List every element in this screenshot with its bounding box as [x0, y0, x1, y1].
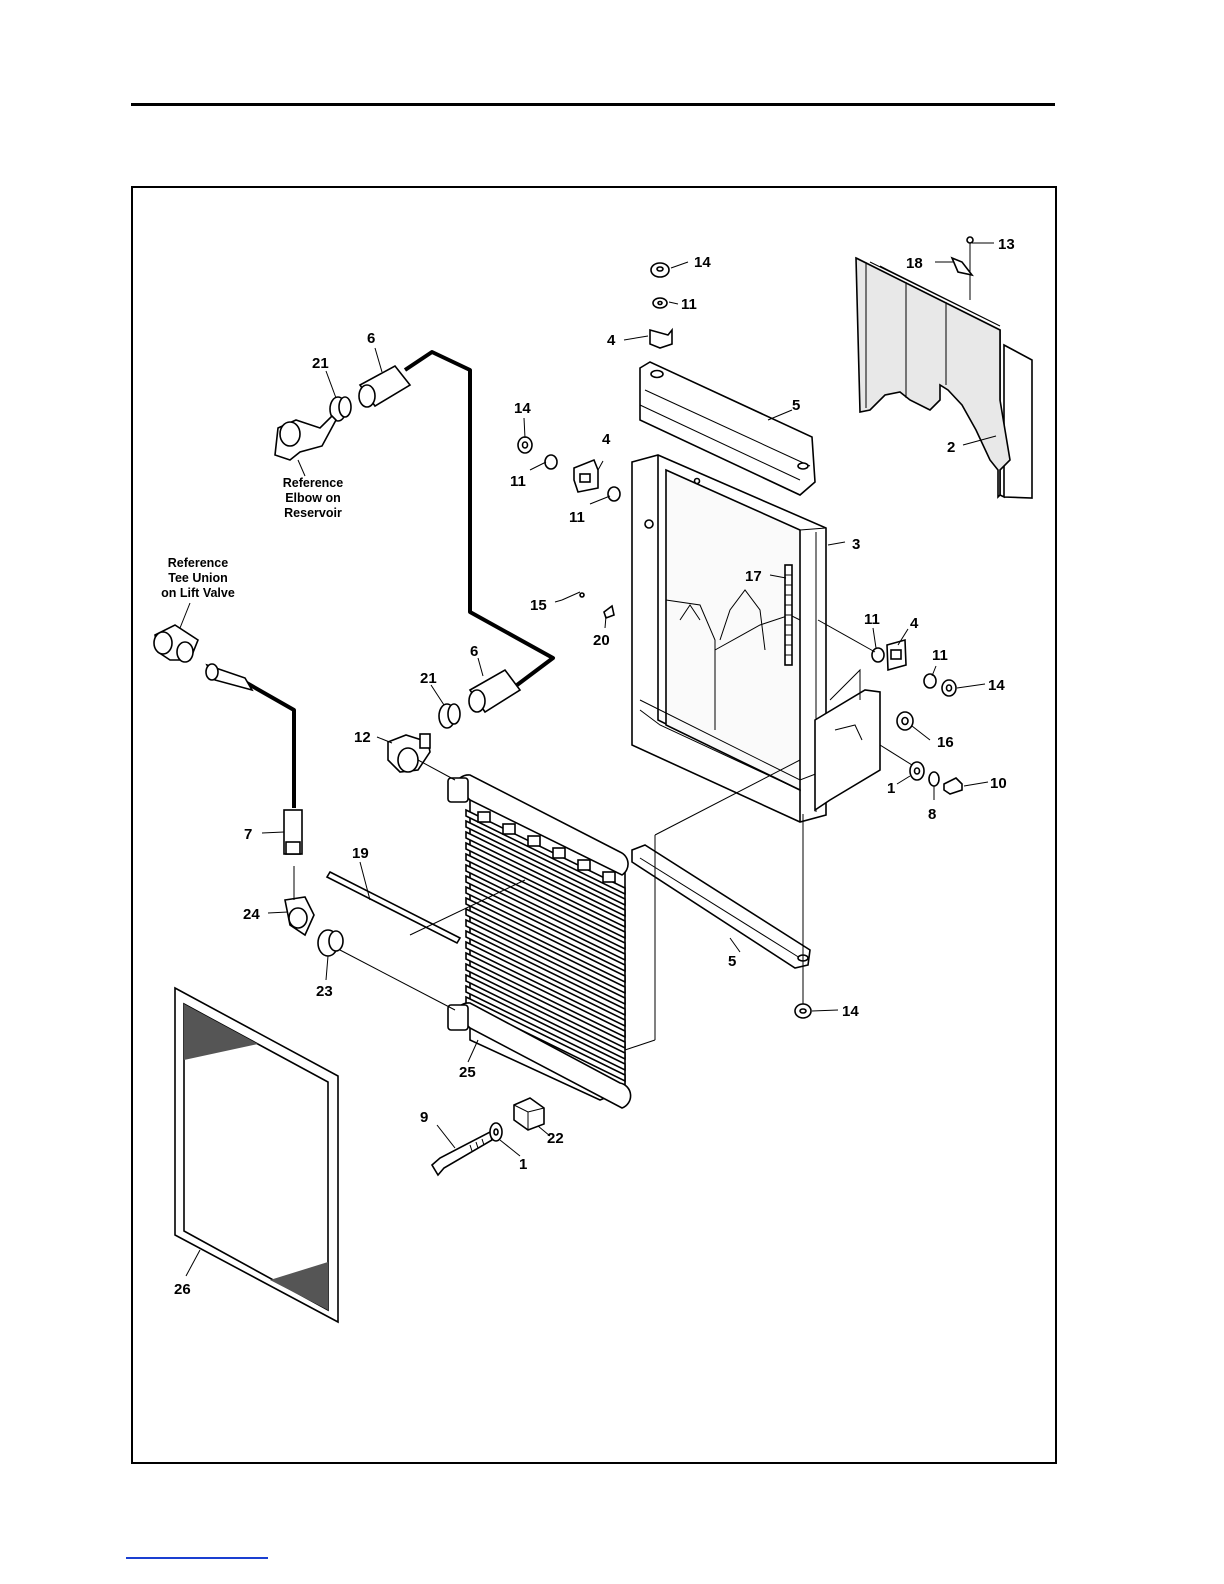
hose-end-part-7-upper: [206, 664, 252, 690]
callout-11: 11: [569, 509, 585, 526]
bolt-part-10: [944, 778, 962, 794]
hose-fitting-part-7: [284, 810, 302, 854]
callout-14: 14: [842, 1003, 859, 1020]
callout-12: 12: [354, 729, 371, 746]
callout-5: 5: [792, 397, 800, 414]
callout-8: 8: [928, 806, 936, 823]
callout-2: 2: [947, 439, 955, 456]
callout-6: 6: [367, 330, 375, 347]
nut-part-21-lower: [439, 704, 460, 728]
hose-fitting-part-6-upper: [359, 366, 410, 407]
washer-part-11-right-2: [924, 674, 936, 688]
callout-14: 14: [514, 400, 531, 417]
spacer-part-22: [514, 1098, 544, 1130]
cooler-tube-stub: [603, 872, 615, 882]
hose-upper-part-6: [405, 352, 553, 685]
clip-part-4-right: [887, 640, 906, 670]
callout-24: 24: [243, 906, 260, 923]
washer-part-11-top: [653, 298, 667, 308]
nut-part-14-right: [942, 680, 956, 696]
cooler-tube-stub: [528, 836, 540, 846]
washer-part-1-lower: [490, 1123, 502, 1141]
callout-14: 14: [988, 677, 1005, 694]
svg-text:Reference: Reference: [283, 476, 343, 490]
reference-tee-union-lift-valve: [154, 625, 198, 662]
screen-part-26: [175, 988, 338, 1322]
callout-26: 26: [174, 1281, 191, 1298]
nut-part-16: [897, 712, 913, 730]
callout-11: 11: [681, 296, 697, 313]
plug-part-18: [952, 258, 972, 275]
pin-part-15: [562, 592, 584, 600]
hose-fitting-part-6-lower: [469, 670, 520, 712]
lockwasher-part-8: [929, 772, 939, 786]
elbow-fitting-part-12: [388, 734, 430, 772]
nut-part-14-top: [651, 263, 669, 277]
callout-20: 20: [593, 632, 610, 649]
callout-19: 19: [352, 845, 369, 862]
callout-11: 11: [864, 611, 880, 628]
callout-14: 14: [694, 254, 711, 271]
adapter-part-23: [318, 930, 343, 956]
reference-elbow-reservoir: [275, 416, 336, 460]
washer-part-11-right-1: [872, 648, 884, 662]
radiator-frame-part-3: [632, 455, 880, 822]
washer-part-11-left-1: [545, 455, 557, 469]
svg-text:Reservoir: Reservoir: [284, 506, 342, 520]
svg-text:Elbow on: Elbow on: [285, 491, 341, 505]
callout-7: 7: [244, 826, 252, 843]
callout-9: 9: [420, 1109, 428, 1126]
svg-text:Tee Union: Tee Union: [168, 571, 228, 585]
callout-1: 1: [519, 1156, 527, 1173]
callout-25: 25: [459, 1064, 476, 1081]
cooler-tube-stub: [578, 860, 590, 870]
callout-15: 15: [530, 597, 547, 614]
clip-part-4-top: [650, 330, 672, 348]
nut-part-14-left: [518, 437, 532, 453]
callout-13: 13: [998, 236, 1015, 253]
rod-part-19: [327, 872, 460, 943]
callout-18: 18: [906, 255, 923, 272]
washer-part-11-left-2: [608, 487, 620, 501]
elbow-fitting-part-24: [285, 866, 314, 935]
svg-text:Reference: Reference: [168, 556, 228, 570]
callout-5: 5: [728, 953, 736, 970]
shroud-part-2: [856, 258, 1032, 498]
callout-1: 1: [887, 780, 895, 797]
callout-21: 21: [420, 670, 437, 687]
oil-cooler-core-part-25: [448, 775, 631, 1108]
callout-3: 3: [852, 536, 860, 553]
callout-10: 10: [990, 775, 1007, 792]
nut-part-14-bottom: [795, 1004, 811, 1018]
callout-22: 22: [547, 1130, 564, 1147]
callout-17: 17: [745, 568, 762, 585]
callout-4: 4: [910, 615, 919, 632]
bottom-bracket-part-5: [632, 845, 810, 968]
reference-tee-label: Reference Tee Union on Lift Valve: [161, 556, 235, 628]
svg-text:on Lift Valve: on Lift Valve: [161, 586, 235, 600]
cooler-tube-stub: [553, 848, 565, 858]
hose-lower-part-7: [245, 682, 294, 808]
reference-elbow-label: Reference Elbow on Reservoir: [283, 460, 343, 520]
callout-11: 11: [510, 473, 526, 490]
callout-23: 23: [316, 983, 333, 1000]
sight-gauge-part-17: [785, 565, 792, 665]
callout-11: 11: [932, 647, 948, 664]
callout-4: 4: [607, 332, 616, 349]
callout-21: 21: [312, 355, 329, 372]
cooler-tube-stub: [478, 812, 490, 822]
clip-part-4-left: [574, 460, 598, 492]
callout-6: 6: [470, 643, 478, 660]
bolt-part-9: [432, 1132, 492, 1175]
cooler-tube-stub: [503, 824, 515, 834]
callout-4: 4: [602, 431, 611, 448]
callout-16: 16: [937, 734, 954, 751]
